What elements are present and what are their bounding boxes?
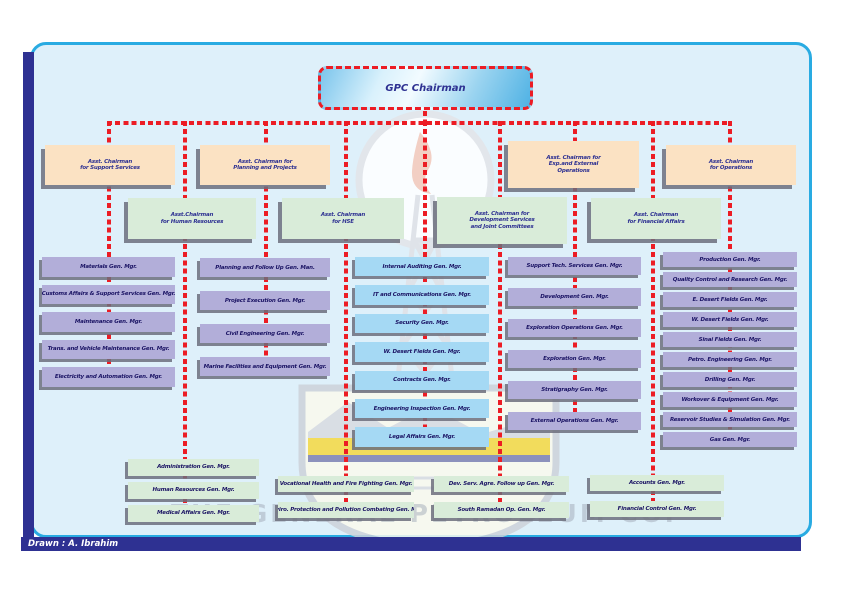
dept-internal-auditing: Internal Auditing Gen. Mgr. — [355, 257, 489, 277]
dept-legal-affairs: Legal Affairs Gen. Mgr. — [355, 427, 489, 447]
asst-chairman-planning-projects: Asst. Chairman for Planning and Projects — [200, 145, 330, 185]
dept-quality-control-research: Quality Control and Research Gen. Mgr. — [663, 272, 797, 287]
dept-project-execution: Project Execution Gen. Mgr. — [200, 291, 330, 310]
dept-accounts: Accounts Gen. Mgr. — [590, 475, 724, 491]
asst-chairman-hse: Asst. Chairman for HSE — [282, 198, 404, 239]
dept-financial-control: Financial Control Gen. Mgr. — [590, 501, 724, 517]
connector-hse — [344, 121, 348, 511]
dept-electricity-automation: Electricity and Automation Gen. Mgr. — [42, 367, 175, 387]
dept-enviro-protection-pollution: Enviro. Protection and Pollution Combati… — [278, 502, 414, 518]
chairman-box: GPC Chairman — [318, 66, 533, 110]
asst-chairman-exp-external-operations: Asst. Chairman for Exp.and External Oper… — [508, 141, 639, 188]
dept-marine-facilities-equipment: Marine Facilities and Equipment Gen. Mgr… — [200, 357, 330, 376]
dept-e-desert-fields: E. Desert Fields Gen. Mgr. — [663, 292, 797, 307]
dept-civil-engineering: Civil Engineering Gen. Mgr. — [200, 324, 330, 343]
connector-development-services — [498, 121, 502, 511]
dept-exploration-operations: Exploration Operations Gen. Mgr. — [508, 319, 641, 337]
column-exp-external-operations: Support Tech. Services Gen. Mgr. Develop… — [508, 257, 641, 430]
dept-production: Production Gen. Mgr. — [663, 252, 797, 267]
dept-contracts: Contracts Gen. Mgr. — [355, 370, 489, 390]
dept-stratigraphy: Stratigraphy Gen. Mgr. — [508, 381, 641, 399]
dept-medical-affairs: Medical Affairs Gen. Mgr. — [128, 505, 259, 522]
dept-trans-vehicle-maintenance: Trans. and Vehicle Maintenance Gen. Mgr. — [42, 339, 175, 359]
dept-reservoir-studies-simulation: Reservoir Studies & Simulation Gen. Mgr. — [663, 412, 797, 427]
dept-support-tech-services: Support Tech. Services Gen. Mgr. — [508, 257, 641, 275]
column-hse: Vocational Health and Fire Fighting Gen.… — [278, 476, 414, 518]
footer-bar: Drawn : A. Ibrahim — [21, 537, 801, 551]
asst-chairman-human-resources: Asst.Chairman for Human Resources — [128, 198, 256, 239]
dept-workover-equipment: Workover & Equipment Gen. Mgr. — [663, 392, 797, 407]
dept-dev-serv-agre-follow-up: Dev. Serv. Agre. Follow up Gen. Mgr. — [434, 476, 569, 492]
frame-left-bar — [23, 52, 34, 550]
column-operations: Production Gen. Mgr. Quality Control and… — [663, 252, 797, 447]
dept-maintenance: Maintenance Gen. Mgr. — [42, 312, 175, 332]
dept-sinai-fields: Sinai Fields Gen. Mgr. — [663, 332, 797, 347]
column-planning-projects: Planning and Follow Up Gen. Man. Project… — [200, 258, 330, 376]
connector-support-services — [107, 121, 111, 371]
dept-vocational-health-fire-fighting: Vocational Health and Fire Fighting Gen.… — [278, 476, 414, 492]
dept-w-desert-fields: W. Desert Fields Gen. Mgr. — [663, 312, 797, 327]
dept-exploration: Exploration Gen. Mgr. — [508, 350, 641, 368]
asst-chairman-financial-affairs: Asst. Chairman for Financial Affairs — [591, 198, 721, 239]
dept-development: Development Gen. Mgr. — [508, 288, 641, 306]
dept-administration: Administration Gen. Mgr. — [128, 459, 259, 476]
dept-petro-engineering: Petro. Engineering Gen. Mgr. — [663, 352, 797, 367]
connector-human-resources — [183, 121, 187, 513]
column-development-services: Dev. Serv. Agre. Follow up Gen. Mgr. Sou… — [434, 476, 569, 518]
dept-gas: Gas Gen. Mgr. — [663, 432, 797, 447]
dept-security: Security Gen. Mgr. — [355, 313, 489, 334]
dept-engineering-inspection: Engineering Inspection Gen. Mgr. — [355, 398, 489, 419]
dept-w-desert-fields-center: W. Desert Fields Gen. Mgr. — [355, 342, 489, 362]
dept-drilling: Drilling Gen. Mgr. — [663, 372, 797, 387]
asst-chairman-support-services: Asst. Chairman for Support Services — [45, 145, 175, 185]
dept-customs-support-services: Customs Affairs & Support Services Gen. … — [42, 284, 175, 304]
dept-south-ramadan-op: South Ramadan Op. Gen. Mgr. — [434, 502, 569, 518]
connector-main-rail — [107, 121, 732, 125]
dept-it-communications: IT and Communications Gen. Mgr. — [355, 285, 489, 305]
column-support-services: Materials Gen. Mgr. Customs Affairs & Su… — [42, 257, 175, 387]
column-human-resources: Administration Gen. Mgr. Human Resources… — [128, 459, 259, 522]
drawn-by-credit: Drawn : A. Ibrahim — [28, 539, 119, 549]
dept-human-resources: Human Resources Gen. Mgr. — [128, 482, 259, 499]
dept-external-operations: External Operations Gen. Mgr. — [508, 412, 641, 430]
column-chairman-office: Internal Auditing Gen. Mgr. IT and Commu… — [355, 257, 489, 447]
dept-planning-follow-up: Planning and Follow Up Gen. Man. — [200, 258, 330, 277]
asst-chairman-operations: Asst. Chairman for Operations — [666, 145, 796, 185]
asst-chairman-development-services: Asst. Chairman for Development Services … — [437, 197, 567, 244]
dept-materials: Materials Gen. Mgr. — [42, 257, 175, 277]
connector-financial-affairs — [651, 121, 655, 509]
column-financial-affairs: Accounts Gen. Mgr. Financial Control Gen… — [590, 475, 724, 517]
connector-planning-projects — [264, 121, 268, 373]
